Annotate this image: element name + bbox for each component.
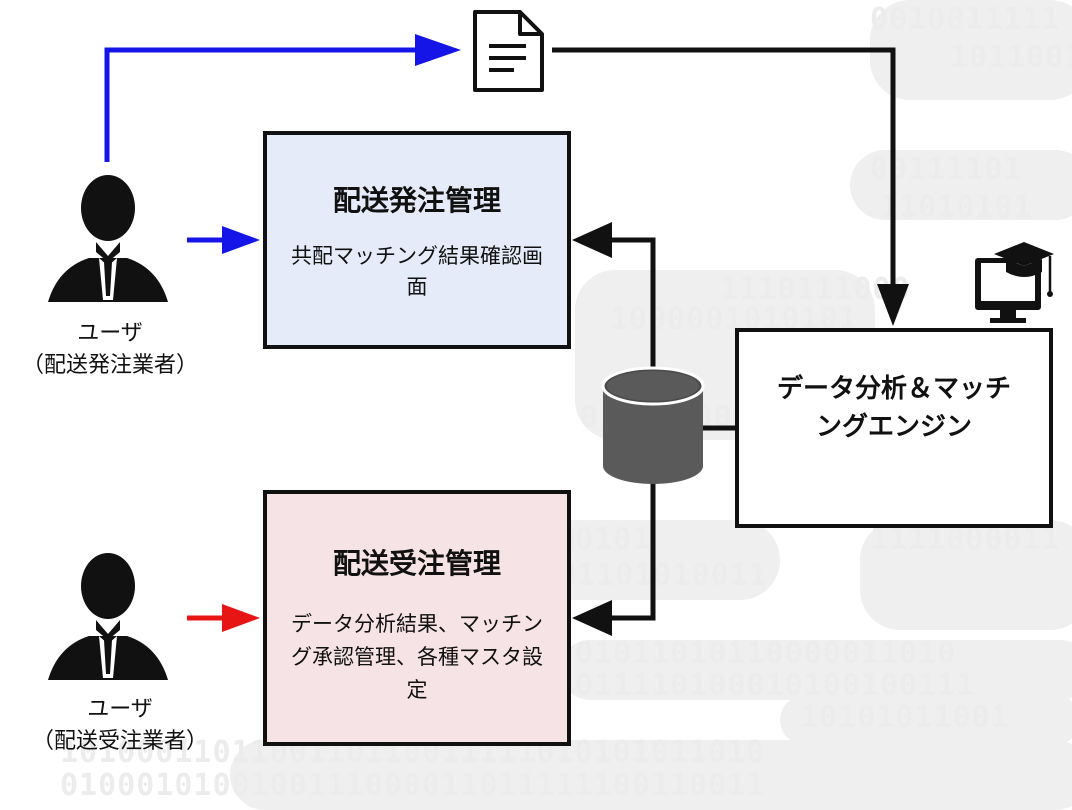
bg-binary-text: 0010011111 (870, 2, 1061, 37)
bg-binary-text: 11010101 (880, 190, 1033, 225)
receive-management-title: 配送受注管理 (332, 547, 501, 580)
bg-binary-text: 0100010100100111000011011111100110011 (60, 768, 766, 803)
orderer-to-order-box-arrow (187, 226, 260, 254)
bg-band (870, 0, 1072, 100)
receiver-user-name: ユーザ (87, 697, 153, 722)
db-to-order-box-arrow (572, 222, 656, 370)
bg-band (560, 640, 1072, 700)
orderer-user-role: （配送発注業者） (21, 353, 198, 378)
receiver-user-label: ユーザ （配送受注業者） (10, 694, 230, 758)
orderer-to-document-arrow (104, 34, 461, 162)
bg-band (850, 150, 1072, 220)
receiver-user-role: （配送受注業者） (31, 729, 208, 754)
receive-management-box: 配送受注管理 データ分析結果、マッチング承認管理、各種マスタ設定 (263, 490, 571, 746)
analysis-engine-title: データ分析＆マッチングエンジン (776, 374, 1011, 442)
bg-band (780, 695, 1072, 745)
order-management-desc: 共配マッチング結果確認画面 (291, 244, 543, 299)
database-icon (601, 366, 705, 484)
ai-computer-icon (975, 242, 1054, 323)
orderer-user-name: ユーザ (77, 321, 143, 346)
analysis-engine-box: データ分析＆マッチングエンジン (735, 328, 1053, 528)
document-icon (473, 10, 544, 92)
bg-binary-text: 1110111000 (720, 272, 911, 307)
db-to-receive-box-arrow (572, 480, 656, 636)
order-management-box: 配送発注管理 共配マッチング結果確認画面 (263, 131, 571, 349)
order-management-title: 配送発注管理 (332, 184, 501, 217)
receive-management-desc: データ分析結果、マッチング承認管理、各種マスタ設定 (291, 612, 543, 702)
orderer-user-label: ユーザ （配送発注業者） (0, 318, 220, 382)
bg-band (860, 520, 1072, 630)
bg-binary-text: 011110100010100100111 (575, 668, 976, 703)
bg-binary-text: 01011010110000011010 (575, 636, 957, 671)
document-to-engine-arrow (552, 47, 909, 326)
receiver-to-receive-box-arrow (187, 604, 260, 632)
receiver-user-icon (48, 553, 168, 680)
orderer-user-icon (48, 175, 168, 302)
bg-binary-text: 1011001 (950, 40, 1072, 75)
bg-binary-text: 10101011001 (800, 700, 1010, 735)
